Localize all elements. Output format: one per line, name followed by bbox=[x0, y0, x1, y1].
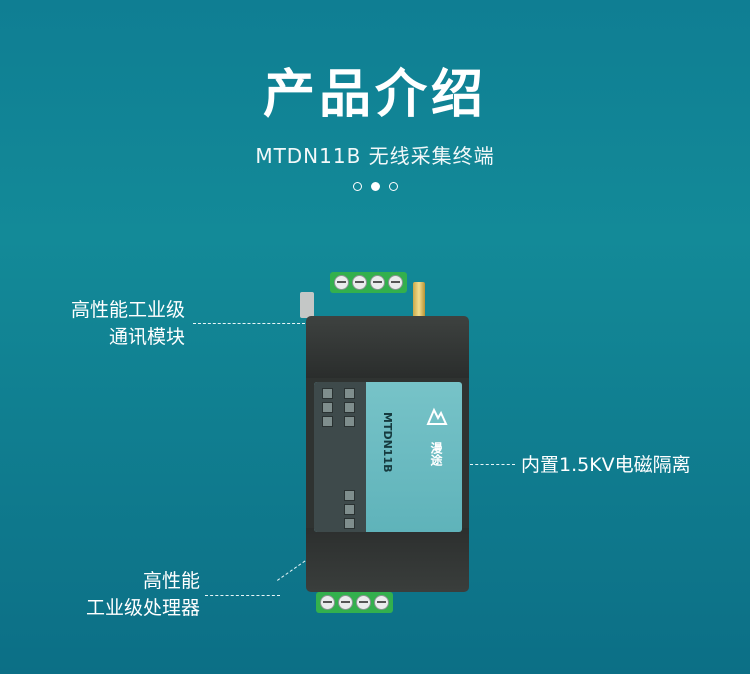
page-title: 产品介绍 bbox=[262, 65, 487, 125]
callout-dashed-line bbox=[470, 464, 515, 465]
antenna-connector bbox=[413, 282, 425, 320]
mounting-bracket bbox=[300, 292, 314, 318]
top-terminal-block bbox=[330, 272, 407, 293]
carousel-dot-2[interactable] bbox=[370, 182, 380, 191]
callout-line: 高性能工业级 bbox=[70, 299, 185, 321]
carousel-dot-1[interactable] bbox=[352, 182, 362, 191]
carousel-dot-3[interactable] bbox=[388, 182, 398, 191]
callout-communication-module: 高性能工业级 通讯模块 bbox=[30, 297, 185, 351]
callout-dashed-line bbox=[205, 595, 280, 596]
led-column bbox=[344, 388, 355, 427]
device-brand-text: 漫途 bbox=[429, 442, 443, 466]
device-model-text: MTDN11B bbox=[381, 412, 394, 473]
page-subtitle: MTDN11B 无线采集终端 bbox=[255, 144, 495, 168]
led-column bbox=[322, 388, 333, 427]
case-top bbox=[306, 316, 469, 378]
callout-isolation: 内置1.5KV电磁隔离 bbox=[521, 454, 691, 476]
bottom-terminal-block bbox=[316, 592, 393, 613]
brand-logo-icon bbox=[426, 407, 448, 425]
callout-line: 通讯模块 bbox=[108, 326, 185, 348]
callout-processor: 高性能 工业级处理器 bbox=[30, 568, 200, 622]
led-column bbox=[344, 490, 355, 532]
case-bottom bbox=[306, 528, 469, 592]
callout-dashed-line bbox=[193, 323, 305, 324]
callout-line: 工业级处理器 bbox=[85, 597, 200, 619]
callout-line: 高性能 bbox=[142, 570, 200, 592]
device-label: MTDN11B 漫途 bbox=[314, 382, 462, 532]
device-image: MTDN11B 漫途 bbox=[300, 272, 475, 622]
carousel-indicator bbox=[0, 182, 750, 191]
